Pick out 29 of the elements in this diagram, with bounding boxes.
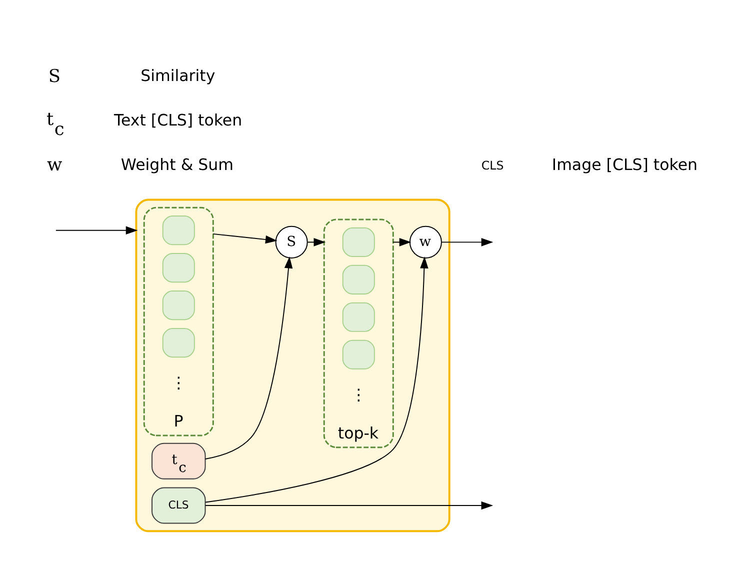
node-box (342, 340, 375, 370)
node-circle: S (275, 226, 308, 258)
arrow (204, 501, 494, 510)
label: w (46, 156, 62, 176)
node-box (342, 302, 375, 332)
arrow (392, 238, 412, 246)
node-box (342, 264, 375, 294)
arrow (204, 256, 293, 460)
cluster (135, 198, 450, 532)
arrow (205, 256, 428, 503)
node-box (342, 227, 375, 257)
label: ⋮ (170, 372, 187, 392)
node-circle: w (409, 226, 442, 258)
legend-label: Weight & Sum (120, 154, 234, 174)
label: S (48, 66, 61, 87)
label: ⋮ (350, 384, 366, 404)
legend-label: Image [CLS] token (552, 154, 698, 174)
arrow (307, 238, 326, 246)
legend-label: Similarity (140, 66, 216, 86)
arrow (55, 226, 138, 234)
label: CLS (481, 158, 504, 172)
legend-label: Text [CLS] token (114, 110, 242, 130)
arrow (212, 233, 278, 244)
node-box (162, 328, 195, 358)
node-box (162, 216, 195, 246)
node-box (162, 253, 195, 283)
node-box: CLS (152, 487, 206, 524)
node-box (162, 290, 195, 320)
arrow (441, 238, 494, 246)
